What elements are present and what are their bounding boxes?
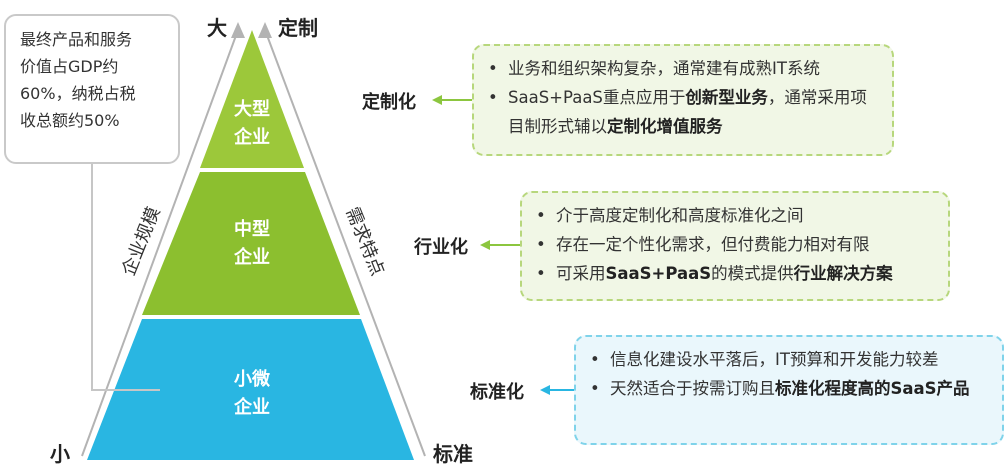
bullet-item: • 可采用SaaS+PaaS的模式提供行业解决方案 (536, 259, 934, 288)
tier-small (87, 319, 414, 460)
category-industry-label: 行业化 (414, 237, 468, 258)
bullet-item: • SaaS+PaaS重点应用于创新型业务，通常采用项目制形式辅以定制化增值服务 (488, 83, 878, 141)
industry-description-box: • 介于高度定制化和高度标准化之间 • 存在一定个性化需求，但付费能力相对有限 • 可采用… (520, 191, 950, 301)
bullet-segment: SaaS+PaaS重点应用于 (508, 88, 686, 107)
bullet-emphasis: 标准化程度高的SaaS产品 (775, 379, 970, 398)
right-axis-line (264, 29, 426, 457)
left-axis-arrowhead (231, 22, 245, 38)
bullet-text: 介于高度定制化和高度标准化之间 (556, 206, 804, 225)
bullet-segment: 天然适合于按需订购且 (610, 379, 775, 398)
left-axis-line (81, 29, 239, 457)
bullet-item: • 介于高度定制化和高度标准化之间 (536, 201, 934, 230)
bullet-emphasis: 定制化增值服务 (607, 117, 723, 136)
bullet-item: • 天然适合于按需订购且标准化程度高的SaaS产品 (590, 374, 988, 403)
bullet-emphasis: SaaS+PaaS (605, 264, 712, 283)
callout-line-3: 60%，纳税占税 (20, 84, 136, 103)
bullet-item: • 信息化建设水平落后，IT预算和开发能力较差 (590, 345, 988, 374)
bullet-segment: 的模式提供 (711, 264, 794, 283)
bullet-text: 天然适合于按需订购且标准化程度高的SaaS产品 (610, 379, 970, 398)
standard-description-box: • 信息化建设水平落后，IT预算和开发能力较差 • 天然适合于按需订购且标准化程度高的… (574, 335, 1004, 445)
bullet-dot-icon: • (536, 264, 546, 283)
tier-medium (142, 172, 360, 315)
bullet-dot-icon: • (536, 206, 546, 225)
bullet-segment: 业务和组织架构复杂，通常建有成熟IT系统 (508, 59, 820, 78)
bullet-dot-icon: • (590, 350, 600, 369)
axis-large-label: 大 (207, 16, 227, 40)
bullet-segment: 介于高度定制化和高度标准化之间 (556, 206, 804, 225)
bullet-dot-icon: • (590, 379, 600, 398)
bullet-dot-icon: • (536, 235, 546, 254)
tier-medium-text: 中型 企业 (234, 219, 270, 268)
standard-bullets: • 信息化建设水平落后，IT预算和开发能力较差 • 天然适合于按需订购且标准化程度高的… (590, 345, 988, 403)
callout-connector (91, 162, 160, 391)
bullet-text: 可采用SaaS+PaaS的模式提供行业解决方案 (556, 264, 893, 283)
custom-bullets: • 业务和组织架构复杂，通常建有成熟IT系统 • SaaS+PaaS重点应用于创新型业… (488, 54, 878, 141)
bullet-segment: 可采用 (556, 264, 606, 283)
bullet-text: 业务和组织架构复杂，通常建有成熟IT系统 (508, 59, 820, 78)
tier-small-text: 小微 企业 (234, 369, 270, 418)
bullet-dot-icon: • (488, 59, 498, 78)
bullet-segment: 信息化建设水平落后，IT预算和开发能力较差 (610, 350, 939, 369)
bullet-emphasis: 创新型业务 (685, 88, 768, 107)
industry-bullets: • 介于高度定制化和高度标准化之间 • 存在一定个性化需求，但付费能力相对有限 • 可采用… (536, 201, 934, 288)
bullet-item: • 业务和组织架构复杂，通常建有成熟IT系统 (488, 54, 878, 83)
bullet-dot-icon: • (488, 88, 498, 107)
tier-large-text: 大型 企业 (234, 99, 270, 148)
bullet-text: SaaS+PaaS重点应用于创新型业务，通常采用项目制形式辅以定制化增值服务 (508, 88, 867, 136)
category-custom-label: 定制化 (362, 92, 416, 113)
bullet-segment: 存在一定个性化需求，但付费能力相对有限 (556, 235, 870, 254)
axis-small-label: 小 (50, 442, 70, 466)
callout-line-4: 收总额约50% (20, 111, 120, 130)
bullet-text: 信息化建设水平落后，IT预算和开发能力较差 (610, 350, 938, 369)
axis-standard-label: 标准 (433, 442, 473, 466)
category-standard-label: 标准化 (470, 382, 524, 403)
gdp-callout: 最终产品和服务 价值占GDP约 60%，纳税占税 收总额约50% (4, 14, 180, 164)
callout-line-1: 最终产品和服务 (20, 30, 133, 49)
tier-large (200, 30, 304, 168)
bullet-emphasis: 行业解决方案 (793, 264, 893, 283)
bullet-item: • 存在一定个性化需求，但付费能力相对有限 (536, 230, 934, 259)
bullet-text: 存在一定个性化需求，但付费能力相对有限 (556, 235, 870, 254)
bullet-segment: ，通常采用项目制形式辅以 (508, 88, 867, 136)
custom-description-box: • 业务和组织架构复杂，通常建有成熟IT系统 • SaaS+PaaS重点应用于创新型业… (472, 44, 894, 156)
right-axis-arrowhead (258, 22, 272, 38)
callout-line-2: 价值占GDP约 (20, 57, 119, 76)
axis-custom-label: 定制 (278, 16, 318, 40)
